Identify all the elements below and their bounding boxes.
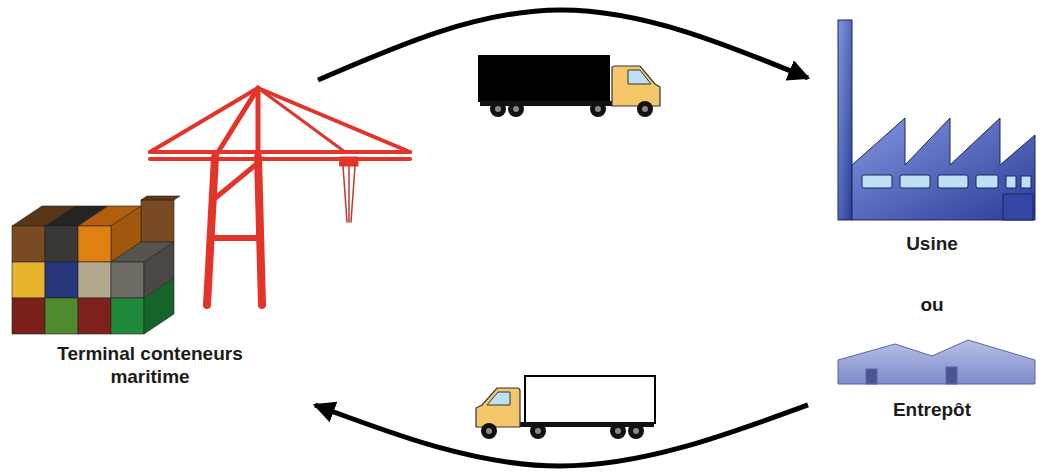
warehouse-door	[946, 367, 957, 384]
flow-arrow	[318, 10, 808, 80]
warehouse-door	[866, 369, 877, 384]
truck-cab	[476, 388, 520, 427]
truck-hub	[513, 106, 519, 112]
truck-hub	[642, 106, 648, 112]
crane-brace	[210, 235, 261, 241]
empty-truck	[476, 376, 655, 439]
truck-hub	[486, 428, 492, 434]
truck-hub	[595, 106, 601, 112]
crane-leg	[207, 157, 215, 305]
truck-wheel	[530, 423, 546, 439]
container	[141, 200, 174, 242]
container	[144, 278, 174, 334]
factory-chimney	[838, 20, 852, 220]
truck-hub	[615, 428, 621, 434]
factory-window	[900, 175, 930, 188]
container	[78, 262, 111, 298]
container	[12, 262, 45, 298]
truck-trailer	[478, 55, 610, 102]
site-node: Terminal conteneurs maritime	[0, 80, 330, 405]
crane-boom	[150, 150, 410, 154]
factory-window	[1006, 176, 1016, 188]
container	[45, 262, 78, 298]
container	[45, 226, 78, 262]
crane-stay	[258, 88, 345, 152]
truck-cab	[612, 66, 660, 106]
crane-trolley	[340, 157, 358, 166]
site-label: Usine	[832, 232, 1032, 255]
container	[78, 298, 111, 334]
crane-cable	[348, 166, 350, 222]
truck-wheel	[481, 423, 497, 439]
container	[141, 196, 180, 200]
crane-cable	[343, 166, 347, 222]
truck-wheel	[508, 101, 524, 117]
flow-arrow	[315, 405, 808, 466]
factory-icon	[838, 20, 1035, 220]
truck-window	[487, 392, 510, 405]
container	[78, 226, 111, 262]
crane-leg	[258, 157, 262, 305]
truck-wheel	[628, 423, 644, 439]
truck-wheel	[490, 101, 506, 117]
truck-window	[628, 70, 651, 84]
container	[45, 298, 78, 334]
crane-brace	[213, 162, 259, 200]
container	[111, 298, 144, 334]
truck-hub	[633, 428, 639, 434]
container-stack	[12, 196, 180, 334]
truck-hub	[495, 106, 501, 112]
truck-wheel	[637, 101, 653, 117]
connector-word: ou	[892, 293, 972, 316]
truck-wheel	[590, 101, 606, 117]
warehouse-icon	[838, 340, 1035, 384]
crane-stay	[215, 88, 258, 157]
site-label: Terminal conteneurs maritime	[30, 342, 270, 388]
truck-wheel	[610, 423, 626, 439]
factory-door	[1003, 194, 1033, 220]
container	[12, 226, 45, 262]
loaded-truck	[478, 55, 660, 117]
truck-trailer	[525, 376, 655, 423]
gantry-crane	[150, 88, 410, 305]
crane-cable	[351, 166, 355, 222]
site-label: Entrepôt	[832, 398, 1032, 421]
container	[111, 262, 144, 298]
truck-hub	[535, 428, 541, 434]
factory-window	[938, 175, 968, 188]
factory-window	[1021, 176, 1031, 188]
crane-stay	[258, 88, 410, 152]
container	[12, 298, 45, 334]
factory-window	[862, 175, 892, 188]
crane-stay	[150, 88, 258, 152]
crane-boom	[150, 157, 410, 161]
factory-building	[852, 118, 1035, 220]
crane-stay	[256, 88, 261, 157]
factory-window	[976, 175, 998, 188]
site-node: Usine	[808, 15, 1040, 260]
site-node: Entrepôt	[808, 330, 1040, 425]
warehouse-building	[838, 340, 1035, 384]
